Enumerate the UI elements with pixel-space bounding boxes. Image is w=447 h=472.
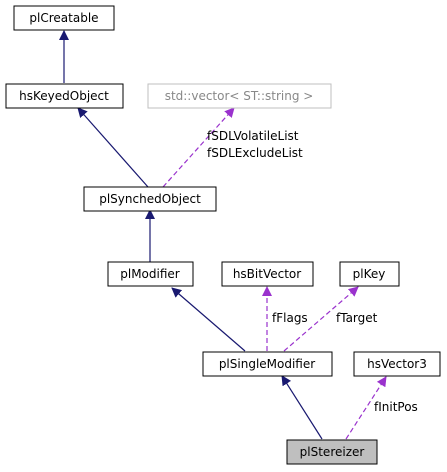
node-label: hsKeyedObject bbox=[19, 89, 109, 103]
node-hsbitvector[interactable]: hsBitVector bbox=[221, 261, 314, 287]
node-hskeyedobject[interactable]: hsKeyedObject bbox=[5, 83, 124, 109]
node-plstereizer[interactable]: plStereizer bbox=[286, 439, 378, 465]
node-plkey[interactable]: plKey bbox=[339, 261, 400, 287]
node-label: plSingleModifier bbox=[219, 357, 315, 371]
node-label: plStereizer bbox=[300, 445, 365, 459]
node-label: hsVector3 bbox=[367, 357, 427, 371]
node-plmodifier[interactable]: plModifier bbox=[107, 261, 194, 287]
node-label: std::vector< ST::string > bbox=[165, 89, 314, 103]
node-plcreatable[interactable]: plCreatable bbox=[13, 5, 115, 31]
node-label: plCreatable bbox=[29, 11, 98, 25]
node-plsynchedobject[interactable]: plSynchedObject bbox=[83, 186, 217, 212]
edge-plstereizer-to-hsvector3 bbox=[345, 376, 387, 440]
edge-label-sdl-volatile-list: fSDLVolatileList bbox=[207, 129, 299, 143]
edge-label-finitpos: fInitPos bbox=[374, 400, 418, 414]
edge-plstereizer-to-plsinglemodifier bbox=[281, 375, 323, 440]
edge-plsinglemodifier-to-plmodifier bbox=[171, 287, 246, 352]
node-label: plSynchedObject bbox=[99, 192, 201, 206]
node-std-vector[interactable]: std::vector< ST::string > bbox=[147, 83, 332, 109]
node-hsvector3[interactable]: hsVector3 bbox=[353, 351, 441, 377]
node-label: plModifier bbox=[120, 267, 180, 281]
node-plsinglemodifier[interactable]: plSingleModifier bbox=[202, 351, 333, 377]
edge-label-ftarget: fTarget bbox=[336, 311, 378, 325]
edge-plsinglemodifier-to-plkey bbox=[283, 286, 359, 352]
edge-plsynchedobject-to-stdvector bbox=[162, 107, 235, 188]
node-label: hsBitVector bbox=[233, 267, 301, 281]
edge-plsynchedobject-to-hskeyedobject bbox=[77, 107, 149, 188]
edge-label-fflags: fFlags bbox=[272, 311, 308, 325]
edge-label-sdl-exclude-list: fSDLExcludeList bbox=[207, 146, 303, 160]
node-label: plKey bbox=[353, 267, 386, 281]
